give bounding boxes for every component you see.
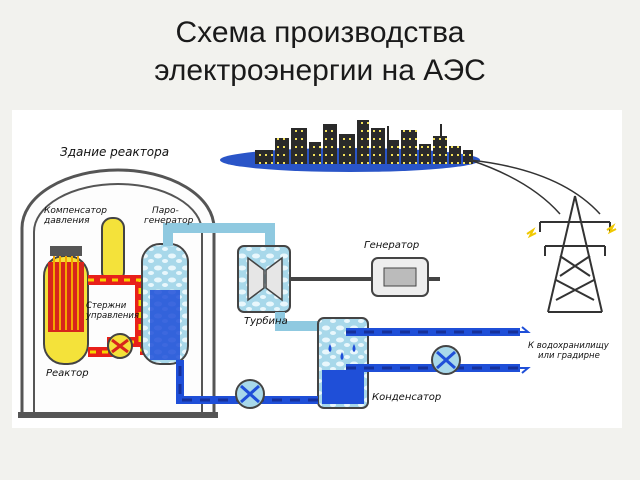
- turbine-blade-icon: [265, 256, 283, 302]
- spark-icon: [606, 223, 617, 235]
- reactor-building-inner-wall: [33, 183, 203, 414]
- pressure-compensator: [101, 217, 125, 283]
- title-line-1: Схема производства: [175, 16, 465, 49]
- slide-title: Схема производства электроэнергии на АЭС: [0, 14, 640, 90]
- label-generator: Генератор: [364, 240, 419, 251]
- label-condenser: Конденсатор: [372, 392, 441, 403]
- title-line-2: электроэнергии на АЭС: [154, 54, 486, 87]
- control-rods: [53, 250, 79, 330]
- power-line-2: [469, 159, 601, 215]
- label-compensator-1: Компенсатор: [44, 206, 107, 216]
- condensate-drops: [328, 344, 356, 360]
- label-building: Здание реактора: [60, 145, 169, 159]
- power-line: [469, 159, 561, 215]
- label-compensator-2: давления: [43, 216, 90, 226]
- label-steam-gen-2: генератор: [144, 216, 194, 226]
- turbine-blade-icon: [247, 256, 265, 302]
- label-rods-2: управления: [85, 311, 139, 321]
- feedwater-line-stripe: [178, 360, 318, 402]
- city-skyline: [220, 120, 480, 172]
- primary-loop-stripe: [88, 278, 142, 354]
- reactor-building-floor: [18, 412, 218, 418]
- label-rods-1: Стержни: [86, 301, 127, 311]
- generator-rotor: [383, 267, 417, 287]
- condenser-water: [322, 370, 364, 404]
- control-rod-drive: [50, 246, 82, 256]
- label-reactor: Реактор: [46, 368, 89, 379]
- steam-line: [163, 223, 275, 246]
- label-reservoir-2: или градирне: [538, 351, 600, 361]
- flow-arrow-icon: [520, 326, 531, 374]
- spark-icon: [526, 227, 537, 239]
- label-steam-gen-1: Паро-: [152, 206, 179, 216]
- steam-generator-water: [150, 290, 180, 360]
- feedwater-pump-impeller-icon: [240, 384, 260, 404]
- label-turbine: Турбина: [244, 315, 288, 327]
- cooling-pump-impeller-icon: [436, 350, 456, 370]
- label-reservoir-1: К водохранилищу: [528, 341, 610, 351]
- primary-pump-impeller-icon: [111, 338, 129, 354]
